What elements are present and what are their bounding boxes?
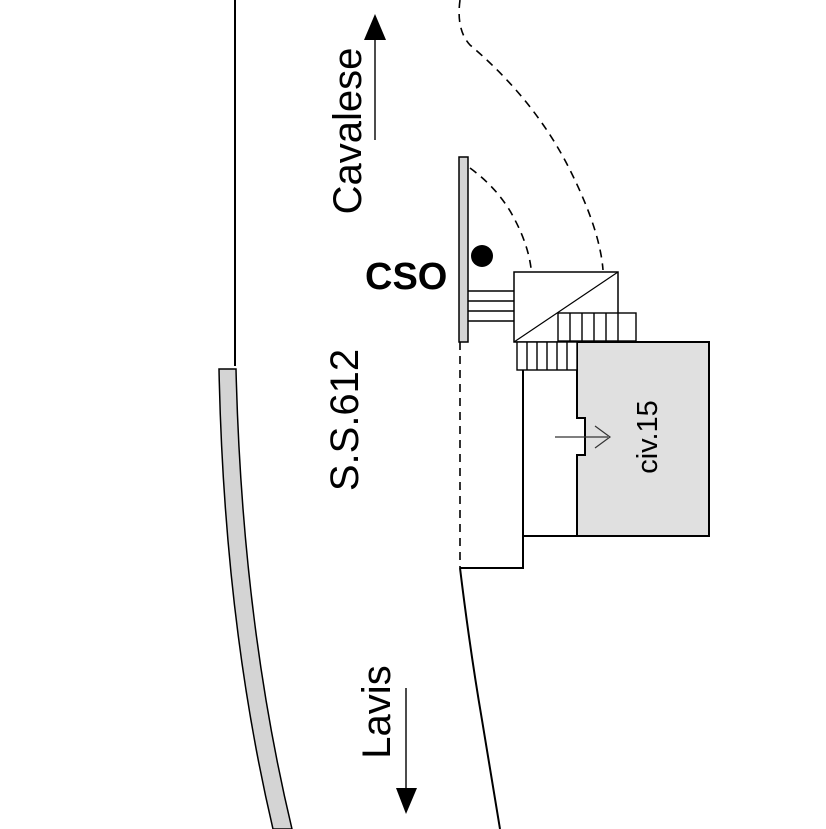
- stairs-lower: [516, 341, 578, 371]
- road-edge-right: [459, 567, 501, 829]
- dashed-curve-outer: [458, 0, 604, 271]
- arrow-up-icon: [364, 14, 386, 140]
- label-building: civ.15: [632, 400, 664, 474]
- sidewalk-left: [218, 368, 293, 829]
- label-road: S.S.612: [323, 349, 367, 491]
- connection-lines: [468, 290, 514, 322]
- sidewalk-bar: [458, 156, 469, 343]
- cso-marker: [471, 245, 493, 267]
- entrance-arrow: [555, 425, 612, 449]
- lot-outline: [460, 370, 577, 569]
- label-cavalese: Cavalese: [326, 48, 370, 215]
- arrow-down-icon: [396, 688, 417, 814]
- building-civ15: [576, 341, 710, 537]
- label-lavis: Lavis: [355, 665, 399, 758]
- dashed-curve-inner: [469, 167, 532, 269]
- stairs-upper: [557, 312, 637, 342]
- label-cso: CSO: [365, 256, 447, 298]
